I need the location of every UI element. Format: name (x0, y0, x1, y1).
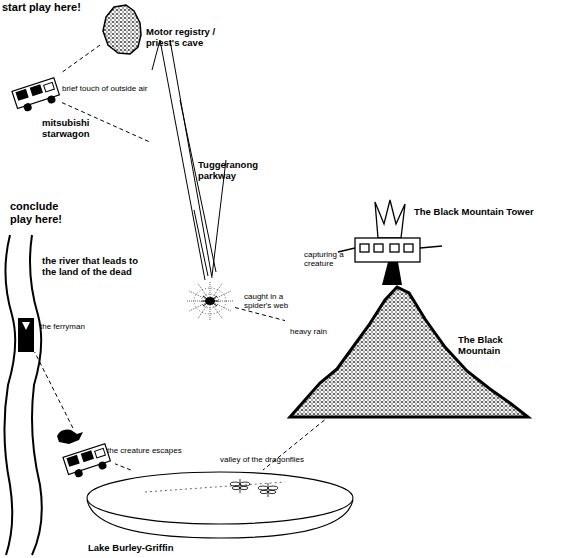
car-node: mitsubishi starwagon (10, 70, 62, 112)
river-drawing (0, 235, 62, 555)
location-name: The Black Mountain Tower (414, 207, 544, 218)
lake-drawing (85, 470, 355, 540)
river-node: the river that leads to the land of the … (0, 235, 62, 555)
event-text: caught in a spider's web (244, 292, 306, 310)
tower-node: The Black Mountain Towercapturing a crea… (338, 200, 443, 285)
ferry-drawing (16, 318, 36, 352)
escape-car-node: the creature escapes (55, 428, 115, 476)
dashed-path (35, 352, 73, 428)
character-name: the ferryman (40, 322, 102, 331)
event-text: capturing a creature (304, 250, 364, 268)
location-name: Lake Burley-Griffin (88, 543, 208, 554)
car2-drawing (55, 428, 115, 476)
location-name: Motor registry / priest's cave (146, 27, 218, 49)
edge-label: heavy rain (290, 327, 350, 336)
cave-node: Motor registry / priest's cave (100, 5, 142, 55)
car-drawing (10, 70, 62, 112)
start-label: start play here! (2, 1, 122, 14)
end-label: conclude play here! (10, 200, 80, 225)
lake-node: Lake Burley-Griffinvalley of the dragonf… (85, 470, 355, 540)
location-name: The Black Mountain (458, 335, 543, 357)
vehicle-name: mitsubishi starwagon (42, 118, 100, 140)
mountain-node: The Black Mountain (285, 285, 530, 420)
web-node: caught in a spider's web (185, 280, 235, 322)
event-text: the creature escapes (107, 446, 207, 455)
note-label: brief touch of outside air (62, 84, 172, 93)
road-name: Tuggeranong parkway (198, 160, 270, 182)
area-name: valley of the dragonflies (220, 455, 350, 464)
location-name: the river that leads to the land of the … (42, 256, 150, 278)
dashed-path (62, 45, 100, 72)
ferryman-node: the ferryman (16, 318, 36, 352)
parkway-node: Tuggeranong parkway (150, 40, 230, 280)
blob-drawing (100, 5, 142, 55)
web-drawing (185, 280, 235, 322)
dashed-path (115, 464, 131, 470)
